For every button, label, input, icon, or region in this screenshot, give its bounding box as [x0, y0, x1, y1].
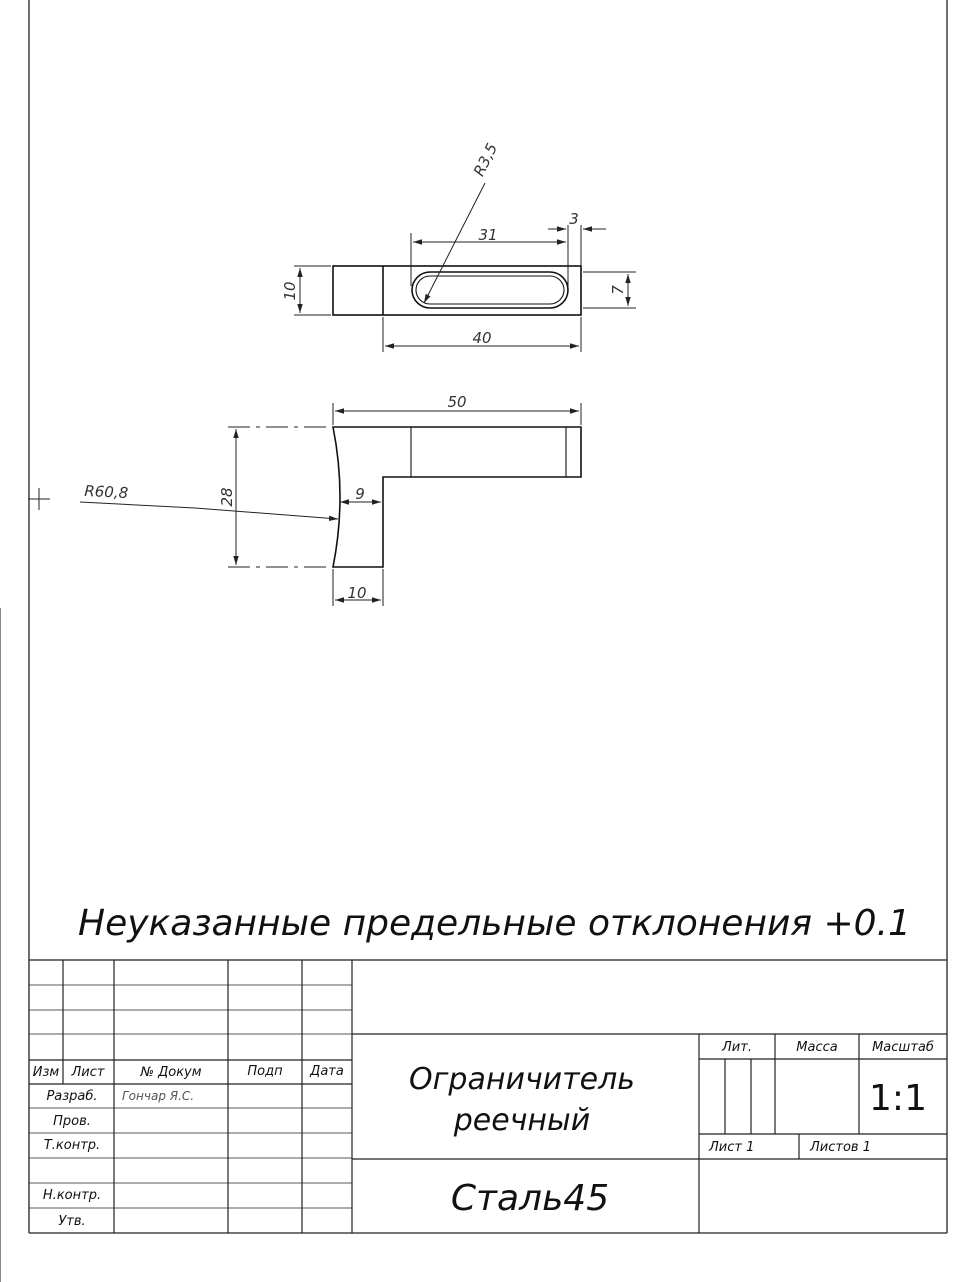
front-view-dimension-labels: 50 R60,8 28 9 10 — [84, 393, 467, 602]
scale-value: 1:1 — [869, 1078, 927, 1119]
top-view-dimension-lines — [294, 182, 636, 352]
slot-outline — [411, 271, 569, 309]
dim-40: 40 — [472, 329, 491, 347]
lit-label: Лит. — [721, 1040, 752, 1055]
part-name-line2: реечный — [453, 1103, 590, 1138]
header-doc-no: № Докум — [139, 1065, 201, 1080]
mass-label: Масса — [796, 1040, 837, 1055]
checker-label: Пров. — [53, 1114, 91, 1129]
front-view: 50 R60,8 28 9 10 — [28, 393, 582, 606]
top-view-outline — [332, 265, 582, 316]
tolerance-note: Неуказанные предельные отклонения +0.1 — [78, 903, 911, 944]
developer-name: Гончар Я.С. — [122, 1089, 194, 1103]
sheet-label: Лист 1 — [708, 1140, 754, 1155]
header-sign: Подп — [247, 1064, 283, 1079]
top-view: R3,5 31 3 10 7 40 — [281, 140, 636, 352]
sheets-label: Листов 1 — [809, 1140, 871, 1155]
part-name-line1: Ограничитель — [409, 1062, 635, 1097]
header-date: Дата — [309, 1064, 344, 1079]
title-block: Изм Лист № Докум Подп Дата Разраб. Гонча… — [29, 959, 947, 1233]
title-block-grid — [29, 959, 947, 1233]
header-list: Лист — [71, 1065, 105, 1080]
ncontrol-label: Н.контр. — [43, 1188, 101, 1203]
front-view-outline — [332, 426, 582, 568]
dim-9: 9 — [355, 485, 365, 503]
dim-10-foot: 10 — [347, 584, 366, 602]
material: Сталь45 — [451, 1178, 609, 1219]
approved-label: Утв. — [58, 1214, 85, 1229]
dim-50: 50 — [447, 393, 466, 411]
dim-28: 28 — [218, 487, 236, 506]
developer-label: Разраб. — [46, 1089, 97, 1104]
front-view-dimension-lines — [28, 403, 582, 606]
dim-r60-8: R60,8 — [84, 482, 129, 502]
dim-31: 31 — [478, 226, 497, 244]
header-izm: Изм — [33, 1065, 60, 1080]
tcontrol-label: Т.контр. — [44, 1138, 100, 1153]
dim-7: 7 — [609, 285, 627, 295]
dim-3: 3 — [569, 210, 579, 228]
dim-r3-5: R3,5 — [470, 140, 501, 179]
scale-label: Масштаб — [872, 1040, 934, 1055]
dim-10-height: 10 — [281, 281, 299, 300]
